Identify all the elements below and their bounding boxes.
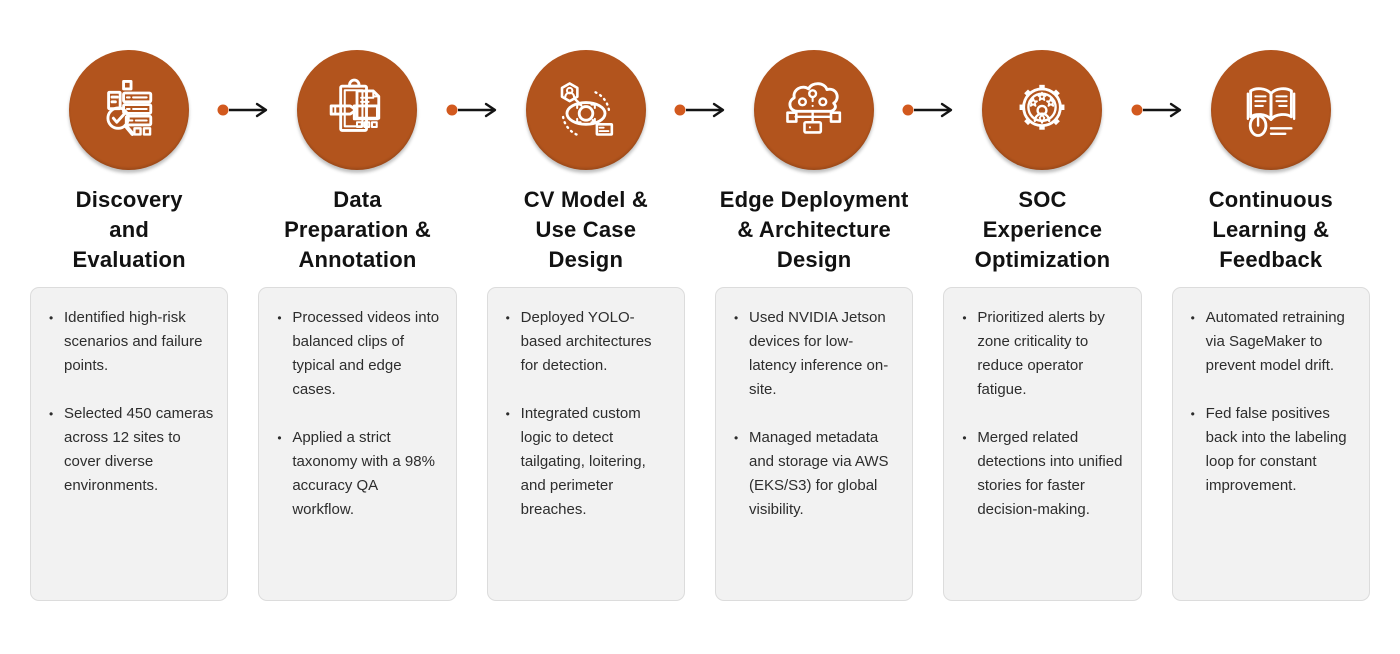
- step-card: Deployed YOLO-based architectures for de…: [486, 287, 685, 601]
- step-title: Edge Deployment & Architecture Design: [719, 187, 909, 272]
- bullet-item: Processed videos into balanced clips of …: [275, 306, 441, 402]
- step-card: Identified high-risk scenarios and failu…: [30, 287, 229, 601]
- step-card: Automated retraining via SageMaker to pr…: [1171, 287, 1370, 601]
- flow-arrow: [445, 101, 503, 119]
- flow-arrow: [216, 101, 274, 119]
- step-title: Discovery and Evaluation: [72, 187, 186, 272]
- bullet-item: Automated retraining via SageMaker to pr…: [1189, 306, 1355, 378]
- bullet-item: Merged related detections into unified s…: [960, 426, 1126, 522]
- flow-arrow: [901, 101, 959, 119]
- open-book-mouse-icon: [1246, 87, 1296, 137]
- flow-arrow: [1130, 101, 1188, 119]
- step-card: Prioritized alerts by zone criticality t…: [943, 287, 1142, 601]
- gear-operator-stars-icon: [1020, 84, 1065, 130]
- step-card: Used NVIDIA Jetson devices for low-laten…: [714, 287, 914, 601]
- process-flow: Discovery and Evaluation Identified high…: [0, 0, 1400, 601]
- step-discovery-evaluation: Discovery and Evaluation Identified high…: [30, 0, 268, 601]
- bullet-item: Prioritized alerts by zone criticality t…: [960, 306, 1126, 402]
- step-title: SOC Experience Optimization: [974, 187, 1111, 272]
- bullet-item: Fed false positives back into the labeli…: [1189, 402, 1355, 498]
- bullet-item: Identified high-risk scenarios and failu…: [47, 306, 213, 378]
- step-data-preparation-annotation: Data Preparation & Annotation Processed …: [258, 0, 496, 601]
- step-continuous-learning-feedback: Continuous Learning & Feedback Automated…: [1171, 0, 1370, 601]
- clipboard-pencil-annotation-icon: [330, 78, 381, 132]
- bullet-item: Used NVIDIA Jetson devices for low-laten…: [732, 306, 898, 402]
- bullet-item: Selected 450 cameras across 12 sites to …: [47, 402, 213, 498]
- step-cv-model-use-case-design: CV Model & Use Case Design Deployed YOLO…: [486, 0, 725, 601]
- bullet-item: Managed metadata and storage via AWS (EK…: [732, 426, 898, 522]
- step-soc-experience-optimization: SOC Experience Optimization Prioritized …: [943, 0, 1181, 601]
- bullet-item: Integrated custom logic to detect tailga…: [504, 402, 670, 522]
- server-audit-magnifier-icon: [106, 80, 153, 136]
- step-circle: [69, 50, 190, 170]
- step-title: Data Preparation & Annotation: [284, 187, 431, 272]
- bullet-item: Applied a strict taxonomy with a 98% acc…: [275, 426, 441, 522]
- step-circle: [525, 50, 646, 170]
- step-circle: [1210, 50, 1331, 170]
- step-edge-deployment-architecture: Edge Deployment & Architecture Design Us…: [714, 0, 953, 601]
- bullet-item: Deployed YOLO-based architectures for de…: [504, 306, 670, 378]
- step-circle: [982, 50, 1103, 170]
- step-title: CV Model & Use Case Design: [523, 187, 648, 272]
- step-circle: [754, 50, 875, 170]
- step-circle: [297, 50, 418, 170]
- step-card: Processed videos into balanced clips of …: [258, 287, 457, 601]
- cloud-edge-network-icon: [786, 82, 842, 134]
- flow-arrow: [673, 101, 731, 119]
- vision-eye-detection-icon: [560, 82, 613, 136]
- step-title: Continuous Learning & Feedback: [1208, 187, 1333, 272]
